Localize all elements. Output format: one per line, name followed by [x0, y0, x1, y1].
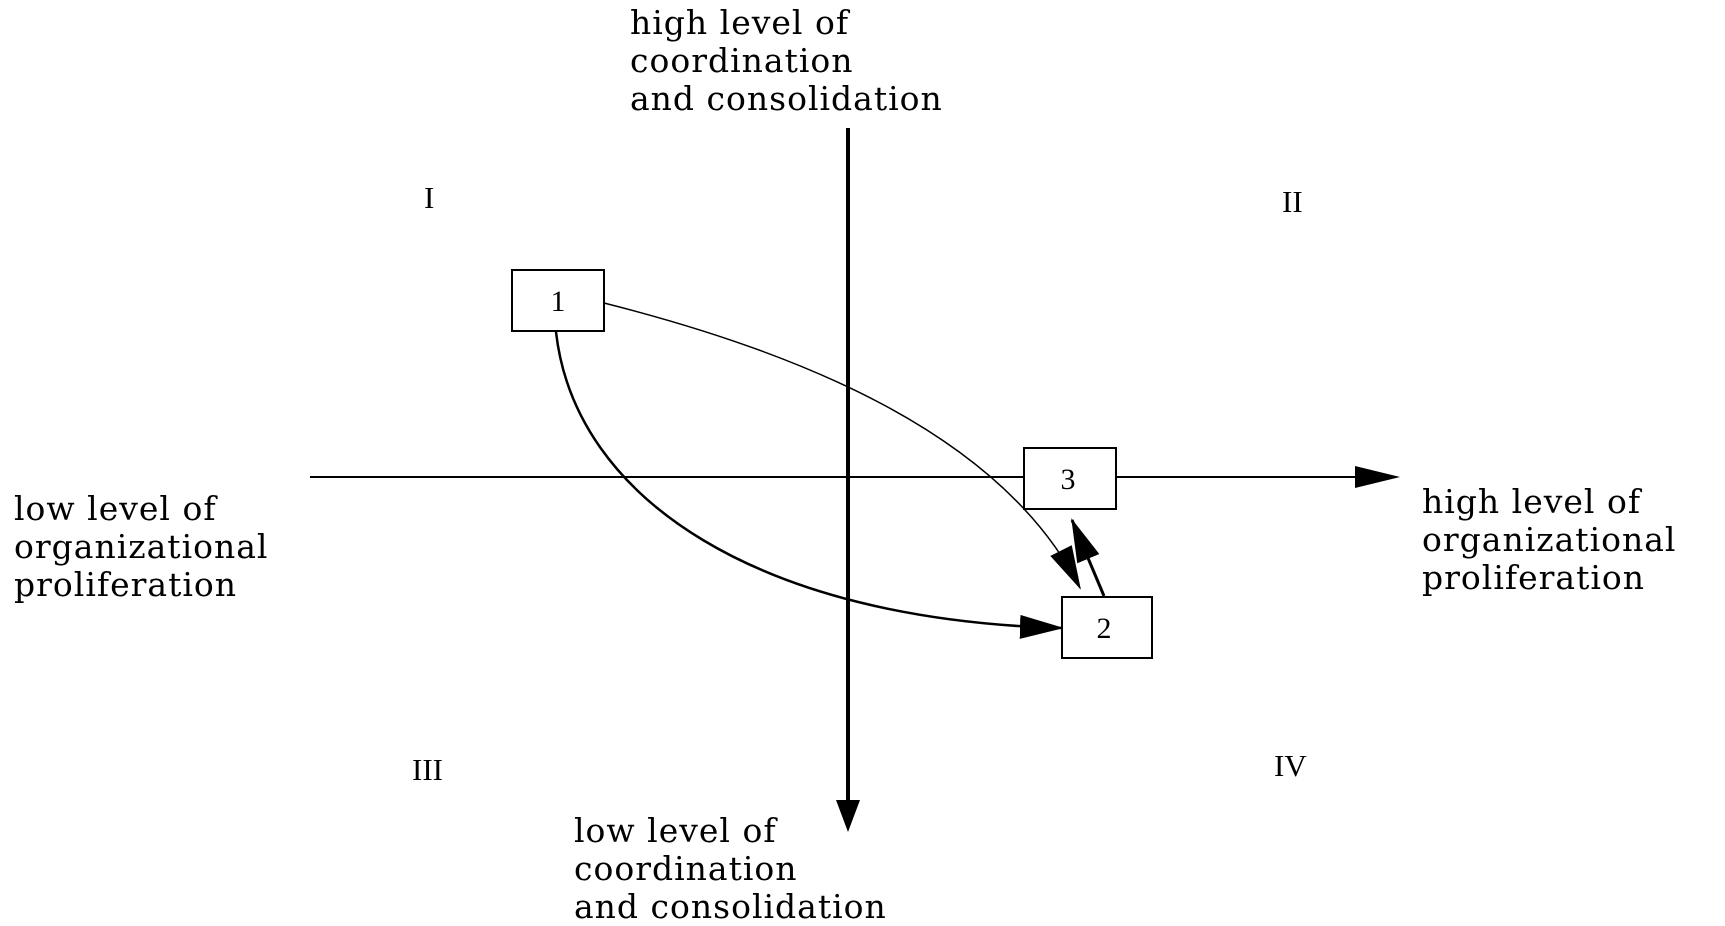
- node-3-label: 3: [1061, 463, 1076, 496]
- left-axis-label: low level of organizational proliferatio…: [14, 489, 269, 604]
- quadrant-label-1: I: [424, 180, 435, 215]
- node-3: 3: [1023, 447, 1117, 510]
- node-1: 1: [511, 269, 605, 332]
- vertical-axis-arrowhead: [836, 800, 860, 832]
- quadrant-label-2: II: [1282, 184, 1303, 219]
- right-axis-label: high level of organizational proliferati…: [1422, 482, 1677, 597]
- edge-2-to-3: [1070, 518, 1106, 597]
- edge-1-to-2-upper: [603, 302, 1081, 590]
- bottom-axis-label: low level of coordination and consolidat…: [574, 811, 887, 926]
- node-1-label: 1: [551, 285, 566, 318]
- node-2-label: 2: [1097, 612, 1112, 645]
- edge-1-to-2-lower: [554, 331, 1064, 639]
- quadrant-label-4: IV: [1274, 748, 1307, 783]
- top-axis-label: high level of coordination and consolida…: [630, 3, 943, 118]
- quadrant-label-3: III: [412, 752, 443, 787]
- horizontal-axis-arrowhead: [1355, 466, 1400, 488]
- node-2: 2: [1061, 596, 1153, 659]
